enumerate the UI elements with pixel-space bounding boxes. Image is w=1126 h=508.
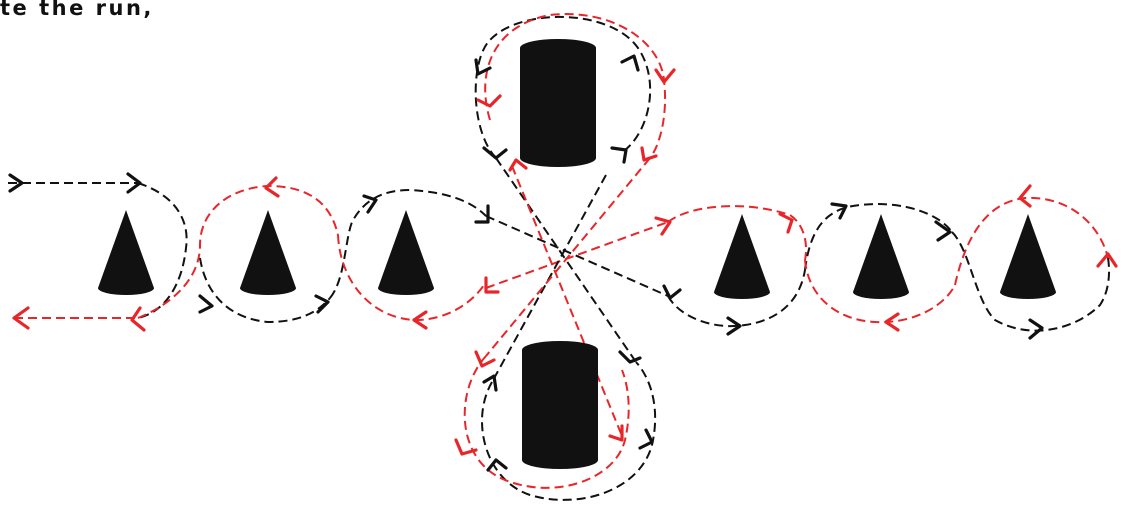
arrow-cone4-top-red [780,214,792,232]
arrow-cyltop-left-red [478,96,500,106]
arrow-cone6-right-red [1098,254,1116,266]
arrow-cylbot-left-red [476,352,494,366]
arrow-cone2-left [200,296,212,312]
arrow-cone6-top-red [1020,186,1030,206]
arrow-cylbot-lower-left-red [456,440,476,454]
cone-icon [1000,214,1056,299]
arrow-cylbot-right [620,352,640,362]
arrow-cone3-right [476,206,488,222]
cone-icon [853,214,909,299]
cone-icon [98,210,154,295]
arrow-cyltop-right-red [656,70,674,82]
arrow-cone6-bottom [1030,320,1042,338]
arrow-cyltop-bottom-right [612,148,626,162]
loop-cone-1 [138,183,187,318]
cone-icon [240,210,296,295]
arrow-cone2-top [266,178,278,196]
cone-icon [714,214,770,299]
arrow-cone1-bottom [132,308,144,330]
cylinder-icon [522,341,598,469]
cross-path-6 [486,158,650,356]
arrow-cyltop-right [622,56,638,70]
arrow-cone5-right [936,222,950,240]
arrow-cone2-right [316,296,328,312]
arrow-cyltop-bottom [484,148,506,158]
cylinder-icon [520,39,596,167]
arrow-cylbot-lower-right [640,430,652,448]
cone-icon [378,210,434,295]
